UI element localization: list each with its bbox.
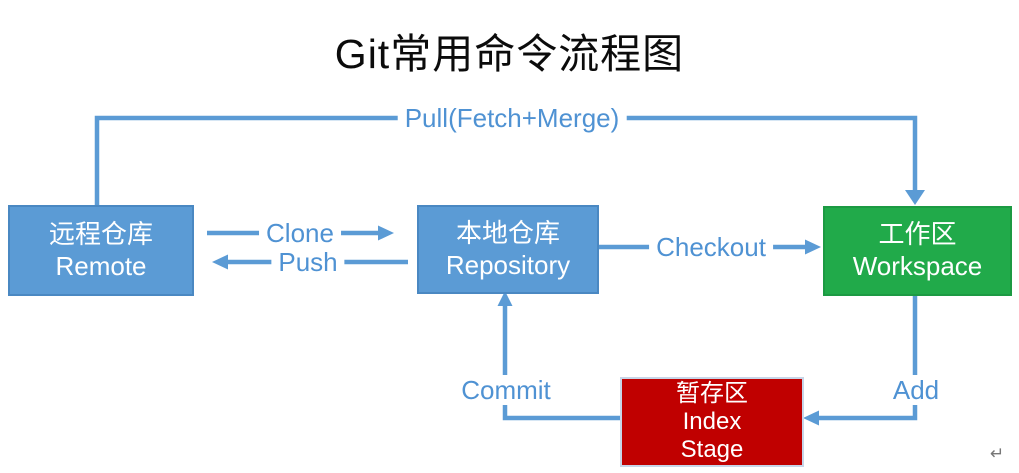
node-index-label-en1: Index: [682, 407, 742, 435]
checkout-arrowhead: [805, 239, 821, 255]
checkout-label: Checkout: [649, 232, 773, 262]
commit-arrowhead: [497, 291, 513, 306]
page-title: Git常用命令流程图: [334, 31, 685, 77]
node-repository-label-en: Repository: [445, 249, 571, 280]
pull-arrowhead: [905, 190, 925, 205]
node-workspace: 工作区 Workspace: [823, 206, 1012, 296]
push-label: Push: [271, 247, 345, 277]
node-remote-label-zh: 远程仓库: [48, 218, 153, 249]
add-arrow-line: [819, 292, 918, 421]
commit-arrow-line: [502, 305, 621, 421]
return-mark-icon: ↵: [990, 444, 1005, 463]
node-remote-label-en: Remote: [55, 250, 147, 281]
add-label: Add: [885, 375, 947, 405]
push-arrowhead: [212, 254, 228, 270]
node-index-label-zh: 暂存区: [676, 379, 748, 407]
node-repository: 本地仓库 Repository: [417, 205, 599, 294]
pull-label: Pull(Fetch+Merge): [397, 103, 627, 133]
node-workspace-label-en: Workspace: [852, 251, 983, 281]
node-index-stage: 暂存区 Index Stage: [620, 377, 804, 467]
commit-label: Commit: [454, 375, 558, 405]
add-arrowhead: [803, 410, 819, 426]
clone-label: Clone: [259, 218, 341, 248]
node-repository-label-zh: 本地仓库: [455, 217, 560, 248]
node-workspace-label-zh: 工作区: [878, 219, 957, 250]
clone-arrowhead: [378, 225, 394, 241]
node-index-label-en2: Stage: [680, 436, 744, 464]
node-remote: 远程仓库 Remote: [8, 205, 194, 296]
